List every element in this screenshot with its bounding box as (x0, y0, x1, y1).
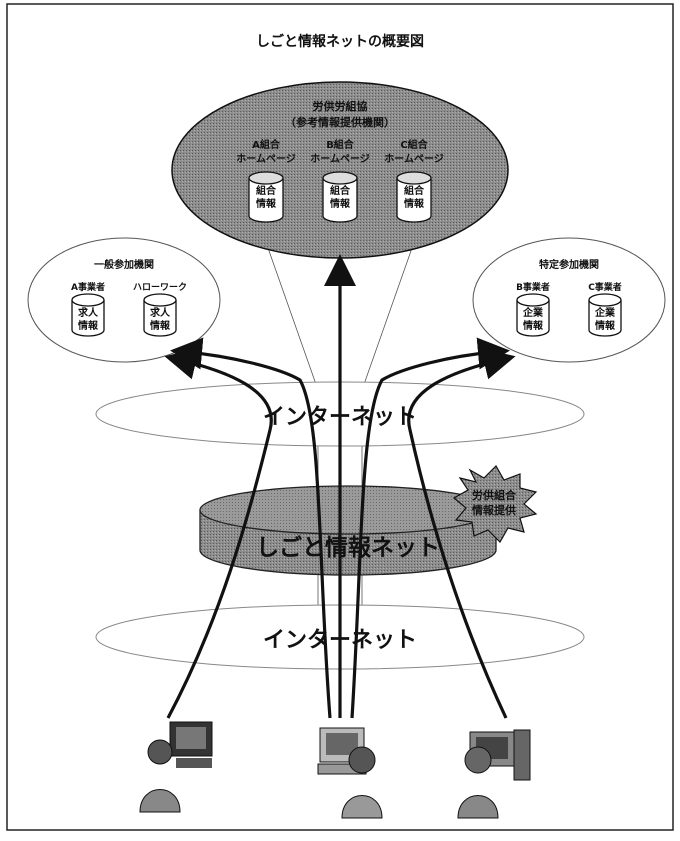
user-center-person-icon (348, 746, 376, 774)
user-center (317, 727, 383, 819)
top-site-database-3-label-2: 情報 (404, 197, 425, 210)
flow-arrows (164, 254, 516, 719)
left-org-item-label-2: ハローワーク (133, 282, 187, 293)
arrow-center-user-to-right-org (350, 337, 510, 719)
top-site-caption-2: ホームページ (310, 153, 370, 165)
top-site-database-2-label-2: 情報 (330, 197, 351, 210)
top-org-ellipse: 労供労組協 （参考情報提供機関） (171, 81, 509, 259)
left-org-database-2-label-2: 情報 (150, 319, 171, 332)
top-site-name-2: B組合 (326, 138, 355, 151)
right-org-ellipse: 特定参加機関 (472, 237, 666, 363)
diagram-title: しごと情報ネットの概要図 (256, 33, 424, 50)
left-org-item-label-1: A事業者 (71, 281, 105, 293)
left-org-ellipse: 一般参加機関 (27, 237, 221, 363)
top-site-caption-1: ホームページ (236, 153, 296, 165)
top-site-database-1-label-2: 情報 (256, 197, 277, 210)
top-site-database-2-label-1: 組合 (330, 184, 351, 197)
top-site-caption-3: ホームページ (384, 153, 444, 165)
right-org-item-label-1: B事業者 (516, 281, 550, 293)
right-org-title: 特定参加機関 (539, 258, 599, 271)
top-site-database-3 (396, 171, 432, 223)
top-site-database-1-label-1: 組合 (256, 184, 277, 197)
hub-cylinder: しごと情報ネット (199, 485, 497, 576)
top-site-database-3-label-1: 組合 (404, 184, 425, 197)
arrow-center-user-to-left-org (170, 337, 332, 719)
burst-line-2: 情報提供 (472, 503, 516, 517)
right-org-database-1 (516, 293, 550, 337)
left-org-title: 一般参加機関 (94, 258, 154, 271)
right-org-database-1-label-1: 企業 (522, 306, 544, 319)
top-org-title: 労供労組協 (313, 99, 368, 113)
top-site-name-3: C組合 (400, 138, 428, 151)
left-org-database-2-label-1: 求人 (150, 306, 171, 319)
right-org-database-2-label-2: 情報 (595, 319, 616, 332)
left-org-database-2 (143, 293, 177, 337)
user-left-person-icon (147, 739, 173, 765)
arrow-right-user-to-right-org (407, 348, 516, 719)
hub-label: しごと情報ネット (256, 534, 440, 561)
union-info-burst: 労供組合 情報提供 (452, 465, 538, 543)
user-right-person-icon (464, 746, 492, 774)
arrow-left-user-to-left-org (164, 348, 273, 719)
left-org-database-1-label-1: 求人 (78, 306, 99, 319)
right-org-database-2-label-1: 企業 (594, 306, 616, 319)
left-org-database-1 (71, 293, 105, 337)
database-layer: A組合ホームページ組合情報B組合ホームページ組合情報C組合ホームページ組合情報A… (71, 138, 622, 337)
right-org-database-1-label-2: 情報 (523, 319, 544, 332)
user-right (457, 729, 531, 819)
left-org-database-1-label-2: 情報 (78, 319, 99, 332)
top-site-name-1: A組合 (252, 138, 281, 151)
right-org-item-label-2: C事業者 (588, 281, 622, 293)
right-org-database-2 (588, 293, 622, 337)
burst-line-1: 労供組合 (472, 488, 517, 502)
user-left (139, 721, 213, 813)
top-site-database-1 (248, 171, 284, 223)
top-site-database-2 (322, 171, 358, 223)
top-org-subtitle: （参考情報提供機関） (285, 115, 395, 129)
